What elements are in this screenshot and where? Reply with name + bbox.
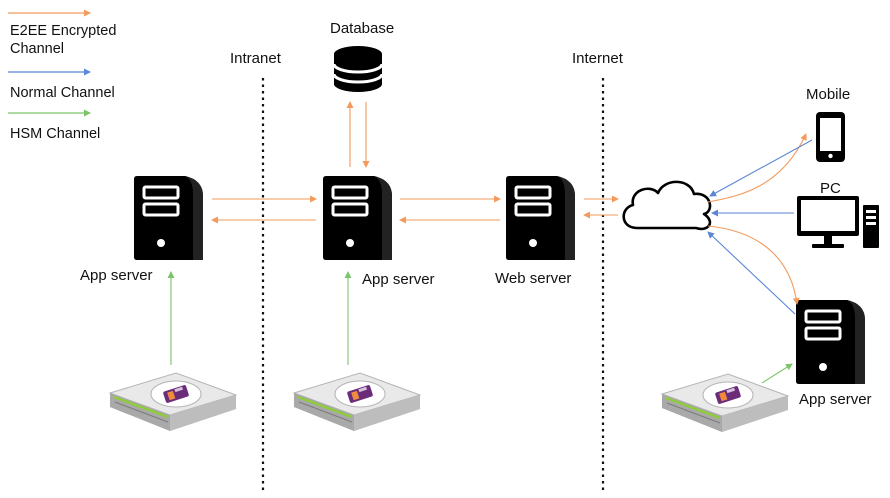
cloud-icon (622, 180, 712, 231)
intranet-label: Intranet (230, 50, 281, 67)
web-server-icon (505, 174, 577, 262)
hsm-right-icon (660, 372, 790, 434)
edge-mobile-to-cloud (709, 139, 813, 197)
edge-cloud-to-mobile (707, 133, 807, 203)
pc-label: PC (820, 180, 841, 197)
legend-normal-label: Normal Channel (10, 85, 115, 101)
e2ee-channels (211, 101, 807, 305)
pc-icon (797, 196, 879, 248)
mobile-icon (816, 112, 845, 162)
hsm-left-icon (108, 371, 238, 433)
app-server-right-label: App server (799, 391, 872, 408)
app-server-right-icon (795, 298, 867, 386)
hsm-center-icon (292, 371, 422, 433)
legend-e2ee-label: E2EE Encrypted Channel (10, 23, 117, 57)
database-icon (332, 46, 384, 92)
app-server-center-icon (322, 174, 394, 262)
edge-hsm-to-appright (761, 363, 793, 384)
web-server-label: Web server (495, 270, 572, 287)
legend-hsm-label: HSM Channel (10, 126, 101, 142)
database-label: Database (330, 20, 395, 37)
edge-cloud-to-appright (707, 225, 800, 305)
edge-appright-to-cloud (707, 231, 796, 315)
app-server-left-label: App server (80, 267, 153, 284)
normal-channels (707, 139, 813, 315)
app-server-center-label: App server (362, 271, 435, 288)
mobile-label: Mobile (806, 86, 851, 103)
hsm-channels (167, 271, 793, 384)
app-server-left-icon (133, 174, 205, 262)
internet-label: Internet (572, 50, 623, 67)
